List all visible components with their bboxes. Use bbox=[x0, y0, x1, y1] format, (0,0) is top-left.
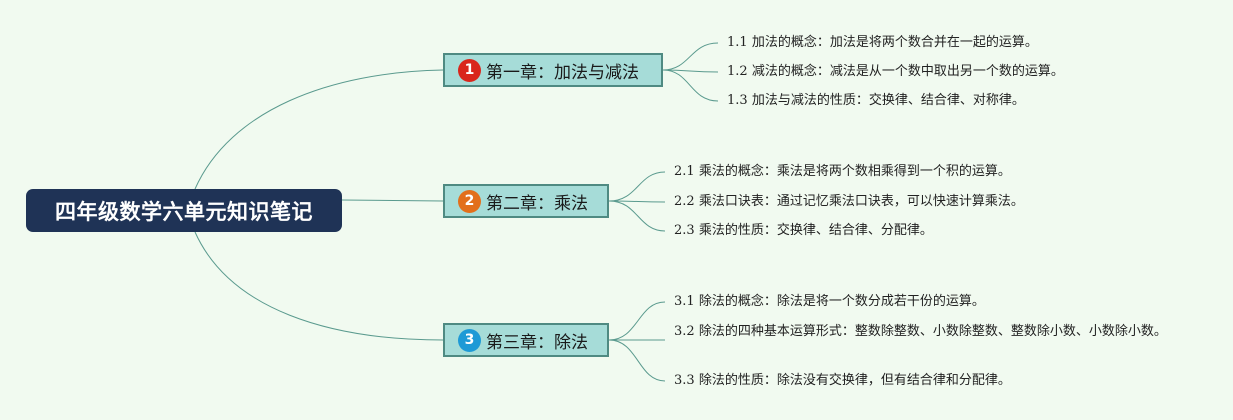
leaf-topic[interactable]: 3.1 除法的概念：除法是将一个数分成若干份的运算。 bbox=[674, 293, 985, 310]
leaf-topic[interactable]: 2.3 乘法的性质：交换律、结合律、分配律。 bbox=[674, 222, 933, 239]
connector-root-chapter-3 bbox=[194, 231, 444, 341]
connector-ch1-item-2 bbox=[662, 69, 719, 73]
leaf-text: 减法的概念：减法是从一个数中取出另一个数的运算。 bbox=[751, 64, 1064, 79]
leaf-topic[interactable]: 1.3 加法与减法的性质：交换律、结合律、对称律。 bbox=[727, 92, 1025, 109]
leaf-number: 2.1 bbox=[674, 164, 695, 179]
connector-ch3-item-1 bbox=[608, 301, 666, 341]
connector-root-chapter-2 bbox=[341, 199, 444, 202]
chapter-title: 第三章：除法 bbox=[486, 332, 588, 353]
leaf-topic[interactable]: 3.3 除法的性质：除法没有交换律，但有结合律和分配律。 bbox=[674, 372, 1011, 389]
leaf-text: 除法的四种基本运算形式：整数除整数、小数除整数、整数除小数、小数除小数。 bbox=[698, 324, 1167, 339]
leaf-number: 2.2 bbox=[674, 194, 695, 209]
connector-ch1-item-3 bbox=[662, 69, 719, 102]
badge-number-3: 3 bbox=[458, 328, 481, 352]
leaf-number: 1.3 bbox=[727, 93, 748, 108]
badge-number-1: 1 bbox=[458, 58, 481, 82]
connector-ch2-item-1 bbox=[608, 171, 666, 202]
leaf-topic[interactable]: 3.2 除法的四种基本运算形式：整数除整数、小数除整数、整数除小数、小数除小数。 bbox=[674, 323, 1174, 340]
leaf-number: 3.2 bbox=[674, 324, 695, 339]
leaf-text: 加法与减法的性质：交换律、结合律、对称律。 bbox=[751, 93, 1025, 108]
connector-ch3-item-3 bbox=[608, 339, 666, 382]
connector-ch1-item-1 bbox=[662, 42, 719, 71]
chapter-title: 第二章：乘法 bbox=[486, 193, 588, 214]
leaf-text: 除法的概念：除法是将一个数分成若干份的运算。 bbox=[698, 294, 985, 309]
leaf-number: 3.1 bbox=[674, 294, 695, 309]
leaf-topic[interactable]: 2.2 乘法口诀表：通过记忆乘法口诀表，可以快速计算乘法。 bbox=[674, 193, 1024, 210]
leaf-text: 除法的性质：除法没有交换律，但有结合律和分配律。 bbox=[698, 373, 1011, 388]
leaf-number: 1.1 bbox=[727, 35, 748, 50]
leaf-topic[interactable]: 1.1 加法的概念：加法是将两个数合并在一起的运算。 bbox=[727, 34, 1038, 51]
root-topic[interactable]: 四年级数学六单元知识笔记 bbox=[26, 189, 342, 232]
leaf-text: 乘法的性质：交换律、结合律、分配律。 bbox=[698, 223, 933, 238]
leaf-number: 3.3 bbox=[674, 373, 695, 388]
badge-number-2: 2 bbox=[458, 189, 481, 213]
chapter-node-1[interactable]: 1 第一章：加法与减法 bbox=[443, 53, 663, 87]
leaf-number: 1.2 bbox=[727, 64, 748, 79]
leaf-topic[interactable]: 2.1 乘法的概念：乘法是将两个数相乘得到一个积的运算。 bbox=[674, 163, 1011, 180]
leaf-number: 2.3 bbox=[674, 223, 695, 238]
connector-ch2-item-3 bbox=[608, 200, 666, 232]
leaf-topic[interactable]: 1.2 减法的概念：减法是从一个数中取出另一个数的运算。 bbox=[727, 63, 1064, 80]
connector-root-chapter-1 bbox=[194, 69, 444, 190]
chapter-title: 第一章：加法与减法 bbox=[486, 62, 639, 83]
connector-ch2-item-2 bbox=[608, 200, 666, 203]
leaf-text: 乘法的概念：乘法是将两个数相乘得到一个积的运算。 bbox=[698, 164, 1011, 179]
chapter-node-3[interactable]: 3 第三章：除法 bbox=[443, 323, 609, 357]
chapter-node-2[interactable]: 2 第二章：乘法 bbox=[443, 184, 609, 218]
leaf-text: 加法的概念：加法是将两个数合并在一起的运算。 bbox=[751, 35, 1038, 50]
leaf-text: 乘法口诀表：通过记忆乘法口诀表，可以快速计算乘法。 bbox=[698, 194, 1024, 209]
